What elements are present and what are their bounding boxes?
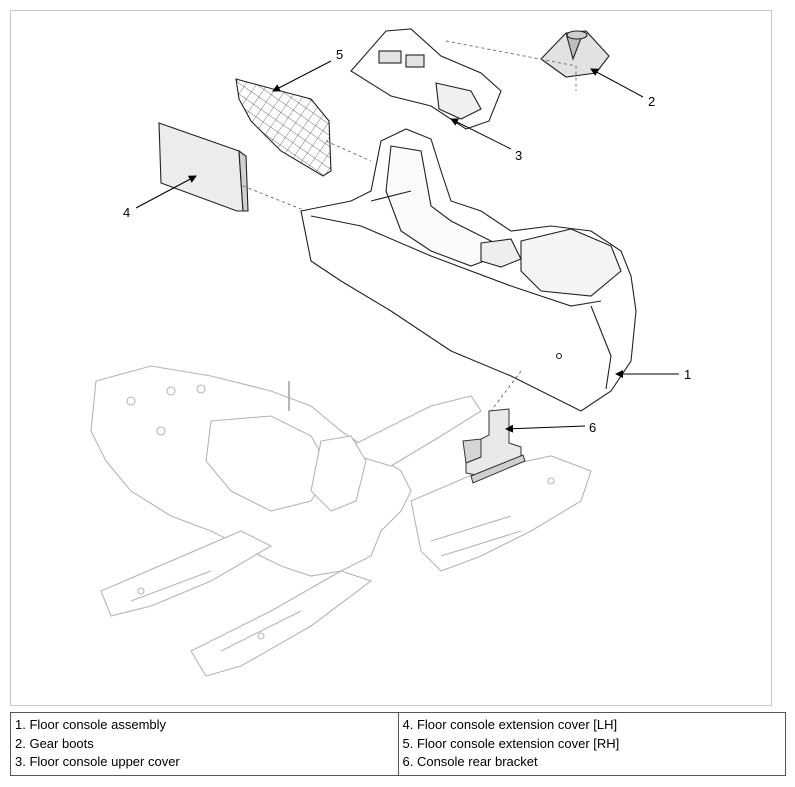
legend-item: 4. Floor console extension cover [LH] — [402, 717, 618, 732]
callout-1: 1 — [684, 367, 691, 382]
legend-item: 6. Console rear bracket — [402, 754, 538, 769]
extension-cover-rh — [235, 78, 332, 177]
callout-6: 6 — [589, 420, 596, 435]
floor-console-assembly — [300, 128, 637, 412]
callout-5: 5 — [336, 47, 343, 62]
callout-4: 4 — [123, 205, 130, 220]
extension-cover-lh — [158, 122, 249, 212]
callout-3: 3 — [515, 148, 522, 163]
callout-2: 2 — [648, 94, 655, 109]
gear-boots — [540, 30, 610, 78]
legend-item: 1. Floor console assembly — [15, 717, 167, 732]
legend-item: 3. Floor console upper cover — [15, 754, 180, 769]
diagram-frame: 5 2 3 4 1 6 — [10, 10, 772, 706]
leader-lines — [135, 60, 679, 433]
parts-legend-table: 1. Floor console assembly 2. Gear boots … — [10, 712, 786, 776]
legend-column-right: 4. Floor console extension cover [LH] 5.… — [397, 713, 786, 775]
floor-console-upper-cover — [350, 28, 502, 130]
alignment-lines — [242, 40, 577, 412]
legend-column-left: 1. Floor console assembly 2. Gear boots … — [11, 713, 398, 775]
exploded-view-diagram: 5 2 3 4 1 6 — [90, 28, 691, 677]
legend-item: 5. Floor console extension cover [RH] — [402, 735, 620, 751]
legend-item: 2. Gear boots — [15, 735, 94, 751]
floor-frame — [90, 365, 592, 677]
